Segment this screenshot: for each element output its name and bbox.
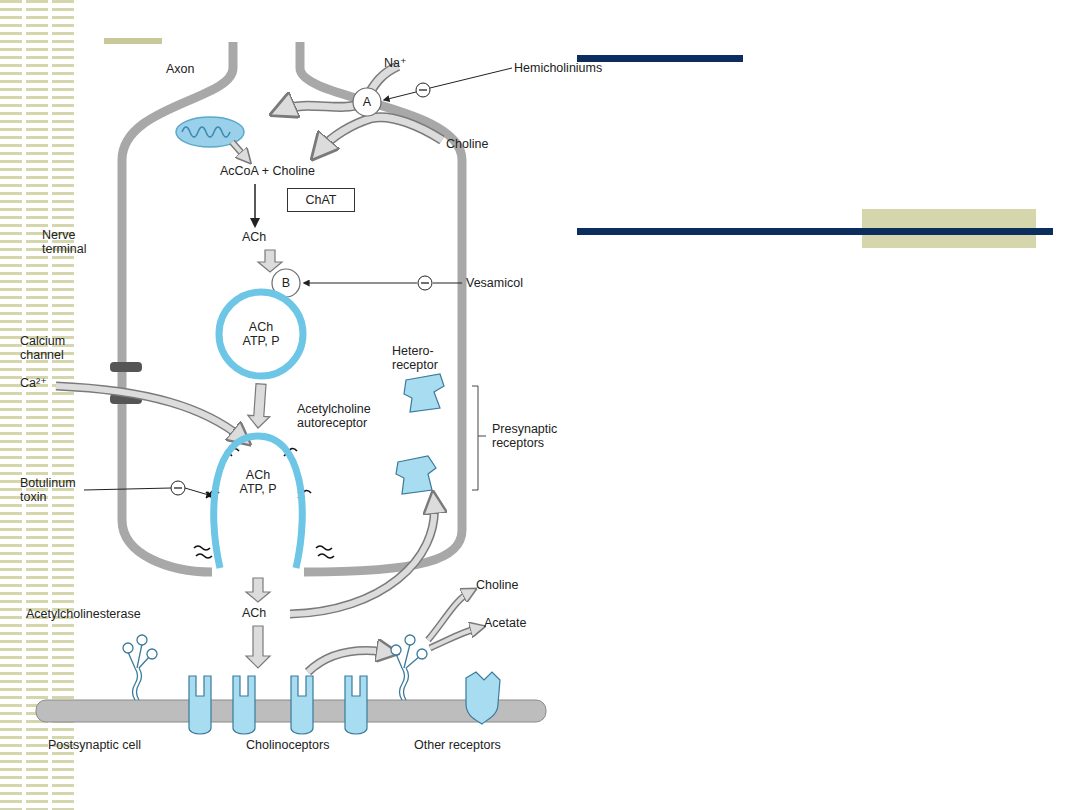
drug-label: Vesamicol [466,276,523,290]
node-text: ChAT [305,193,336,207]
receptor-label: Other receptors [414,738,501,752]
transporter-circle: A [352,87,382,117]
receptor-label: Presynaptic receptors [492,422,574,451]
receptor-label: Hetero-receptor [392,344,456,373]
receptor-label: Cholinoceptors [246,738,329,752]
node-text: B [282,276,290,290]
structure-label: Nerve terminal [42,228,114,257]
enzyme-box: ChAT [287,188,355,212]
structure-label: Postsynaptic cell [48,738,141,752]
enzyme-label: Acetylcholinesterase [26,607,141,621]
ion-label: Ca²⁺ [20,376,47,390]
fusing-vesicle: ACh ATP, P [210,430,306,570]
substrate-label: AcCoA + Choline [220,164,315,178]
transmitter-label: ACh [242,230,266,244]
node-text: ACh ATP, P [233,468,283,497]
node-text: A [363,95,371,109]
release-arrow [248,384,270,428]
node-text: ACh ATP, P [236,320,286,349]
toxin-label: Botulinum toxin [20,476,84,505]
substrate-label: Choline [446,137,488,151]
drug-label: Hemicholiniums [514,61,602,75]
node-outline [210,430,306,570]
transmitter-label: ACh [242,606,266,620]
storage-vesicle: ACh ATP, P [215,288,307,380]
product-label: Choline [476,578,518,592]
ion-label: Na⁺ [384,56,407,70]
axon-label: Axon [166,62,195,76]
product-label: Acetate [484,616,526,630]
structure-label: Calcium channel [20,334,82,363]
receptor-label: Acetylcholine autoreceptor [297,402,392,431]
